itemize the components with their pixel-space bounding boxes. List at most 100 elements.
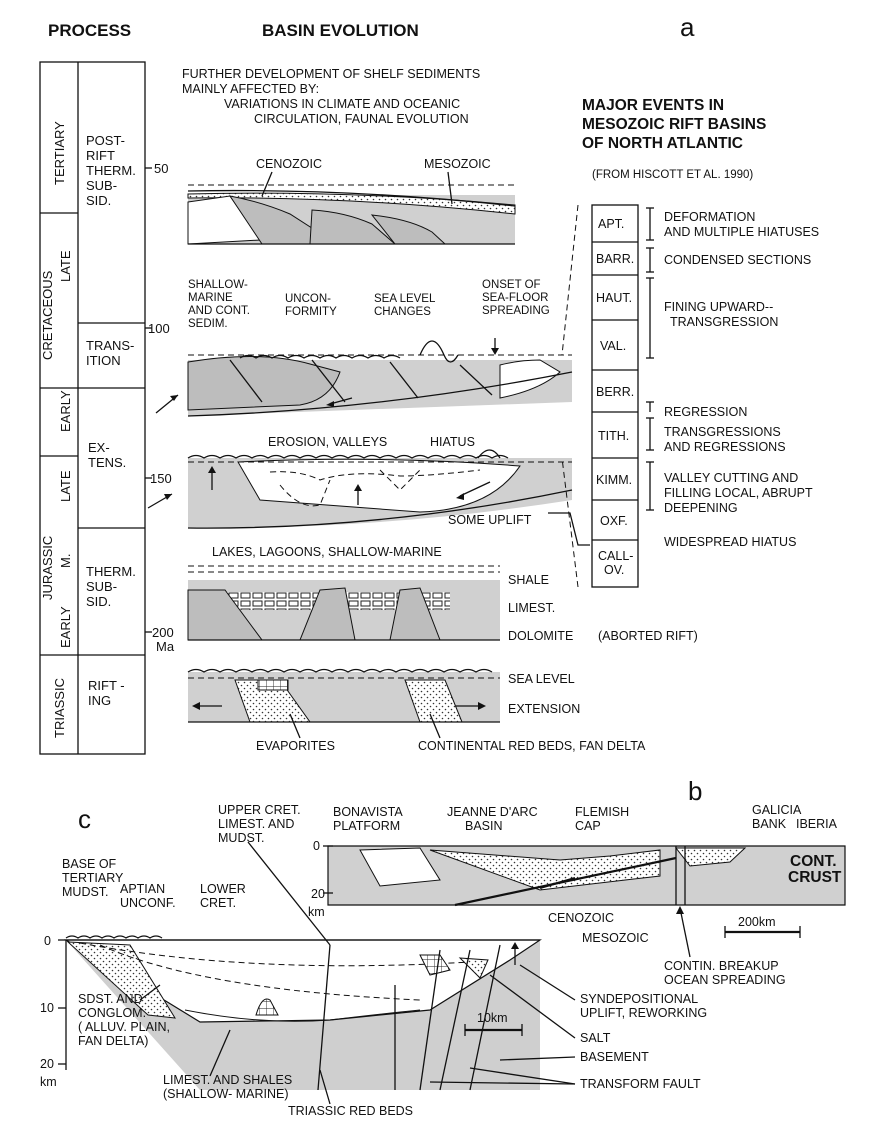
basin-panel-thermal	[187, 565, 500, 641]
stage-rifting: RIFT -ING	[88, 678, 125, 708]
leader-some-uplift	[548, 512, 590, 546]
stage-thermal-subsidence: THERM.SUB-SID.	[86, 564, 136, 609]
panel-c-scale-bar	[464, 1024, 523, 1036]
event-range-markers	[561, 204, 654, 588]
label-evaporites: EVAPORITES	[256, 739, 335, 753]
period-jurassic: JURASSIC	[40, 536, 55, 600]
label-lakes-lagoons: LAKES, LAGOONS, SHALLOW-MARINE	[212, 545, 442, 559]
label-basement: BASEMENT	[580, 1050, 649, 1064]
label-limest-shales: LIMEST. AND SHALES(SHALLOW- MARINE)	[163, 1073, 292, 1101]
panel-b-section	[323, 845, 846, 907]
tick-200: 200	[152, 625, 174, 640]
tick-ma: Ma	[156, 639, 175, 654]
stage-oxf: OXF.	[600, 514, 628, 528]
region-iberia: IBERIA	[796, 817, 838, 831]
stage-apt: APT.	[598, 217, 624, 231]
event-widespread-hiatus: WIDESPREAD HIATUS	[664, 535, 796, 549]
event-fining-upward: FINING UPWARD--TRANSGRESSION	[664, 300, 778, 329]
panel-c-depth-km: km	[40, 1075, 57, 1089]
label-transform-fault: TRANSFORM FAULT	[580, 1077, 701, 1091]
label-limest: LIMEST.	[508, 601, 555, 615]
label-aborted-rift: (ABORTED RIFT)	[598, 629, 698, 643]
stage-tith: TITH.	[598, 429, 629, 443]
label-erosion-valleys: EROSION, VALLEYS	[268, 435, 387, 449]
event-regression: REGRESSION	[664, 405, 747, 419]
basin-panel-extension	[187, 449, 573, 529]
period-middle-jurassic: M.	[58, 554, 73, 568]
label-cenozoic-b: CENOZOIC	[548, 911, 614, 925]
period-tertiary: TERTIARY	[52, 121, 67, 185]
top-note: FURTHER DEVELOPMENT OF SHELF SEDIMENTS M…	[182, 67, 484, 126]
label-shale: SHALE	[508, 573, 549, 587]
stage-kimm: KIMM.	[596, 473, 632, 487]
panel-c-section	[58, 935, 542, 1091]
event-condensed: CONDENSED SECTIONS	[664, 253, 811, 267]
label-extension: EXTENSION	[508, 702, 580, 716]
stage-berr: BERR.	[596, 385, 634, 399]
panel-b-depth-20: 20	[311, 887, 325, 901]
basin-evolution-header: BASIN EVOLUTION	[262, 21, 419, 40]
major-events-title: MAJOR EVENTS IN MESOZOIC RIFT BASINS OF …	[582, 97, 771, 152]
panel-c-depth-10: 10	[40, 1001, 54, 1015]
panel-c-scale-label: 10km	[477, 1011, 508, 1025]
tick-50: 50	[154, 161, 168, 176]
period-late-jurassic: LATE	[58, 470, 73, 502]
panel-c-depth-20: 20	[40, 1057, 54, 1071]
panel-b-scale-label: 200km	[738, 915, 776, 929]
leader-breakup	[679, 907, 691, 958]
label-triassic-red-beds: TRIASSIC RED BEDS	[288, 1104, 413, 1118]
label-hiatus: HIATUS	[430, 435, 475, 449]
stage-extension: EX-TENS.	[88, 440, 126, 470]
panel-c-label: c	[78, 804, 91, 834]
tick-150: 150	[150, 471, 172, 486]
process-header: PROCESS	[48, 21, 131, 40]
basin-panel-postrift	[187, 171, 516, 245]
stage-haut: HAUT.	[596, 291, 632, 305]
panel-b-depth-km: km	[308, 905, 325, 919]
panel-b-label: b	[688, 776, 702, 806]
period-late-cretaceous: LATE	[58, 250, 73, 282]
panel-a-label: a	[680, 12, 695, 42]
label-cenozoic-p1: CENOZOIC	[256, 157, 322, 171]
period-early-jurassic: EARLY	[58, 606, 73, 648]
label-cont-crust: CONT.CRUST	[788, 853, 842, 886]
panel-b-scale-bar	[724, 926, 801, 938]
basin-panel-rifting	[187, 668, 500, 723]
stage-val: VAL.	[600, 339, 626, 353]
label-some-uplift: SOME UPLIFT	[448, 513, 532, 527]
stage-column	[591, 204, 639, 588]
period-early-cretaceous: EARLY	[58, 390, 73, 432]
leader-evaporites	[289, 713, 301, 739]
label-mesozoic-b: MESOZOIC	[582, 931, 649, 945]
label-red-beds: CONTINENTAL RED BEDS, FAN DELTA	[418, 739, 646, 753]
stage-barr: BARR.	[596, 252, 634, 266]
label-mesozoic-p1: MESOZOIC	[424, 157, 491, 171]
basin-panel-transition	[187, 338, 573, 417]
label-salt: SALT	[580, 1031, 611, 1045]
time-scale-column	[39, 61, 152, 755]
label-unconformity: UNCON-FORMITY	[285, 293, 337, 318]
panel-c-leaders	[139, 841, 576, 1105]
major-events-source: (FROM HISCOTT ET AL. 1990)	[592, 169, 753, 181]
panel-c-depth-0: 0	[44, 934, 51, 948]
stage-arrows	[147, 394, 179, 509]
period-cretaceous: CRETACEOUS	[40, 270, 55, 360]
tick-100: 100	[148, 321, 170, 336]
